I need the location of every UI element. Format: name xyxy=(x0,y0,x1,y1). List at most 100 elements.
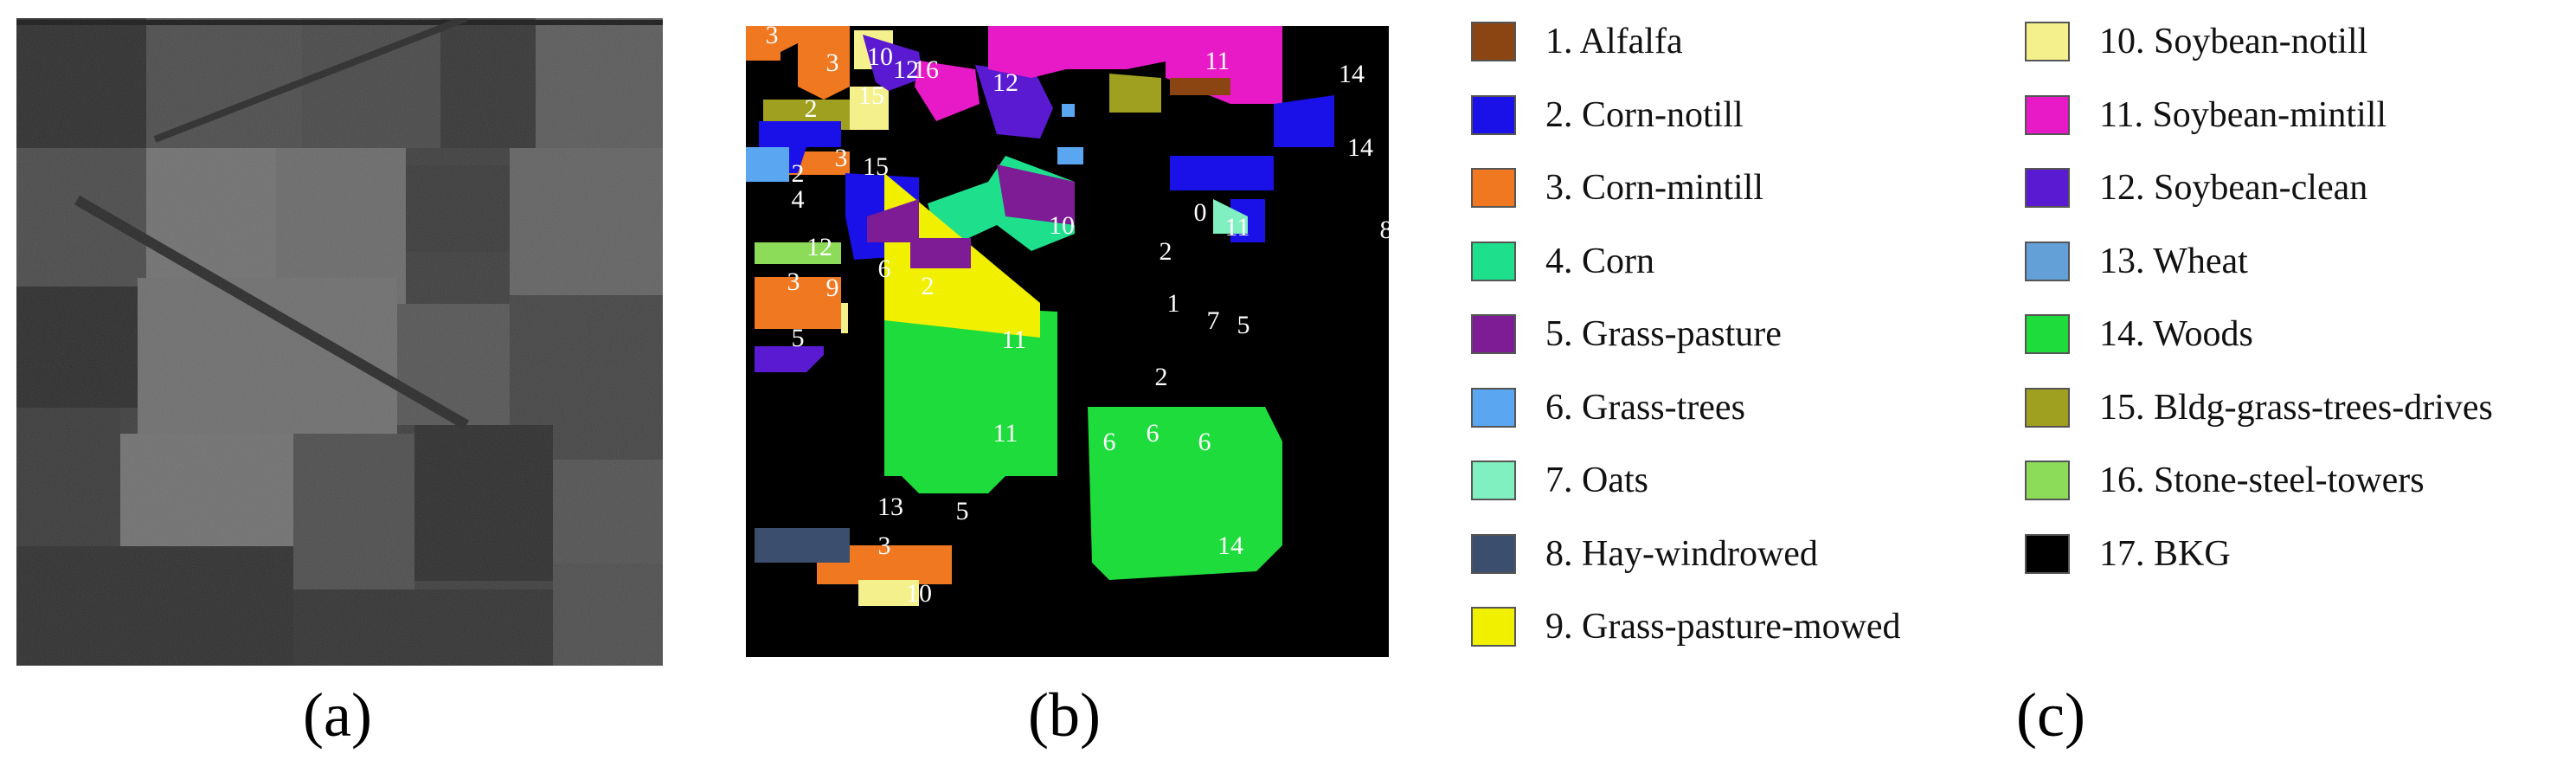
gt-region-class-14 xyxy=(884,303,1057,493)
gt-class-label: 2 xyxy=(792,159,805,188)
gt-class-label: 3 xyxy=(835,144,848,172)
legend-label: 14. Woods xyxy=(2099,314,2253,354)
legend-swatch xyxy=(1471,461,1516,500)
legend-swatch xyxy=(1471,168,1516,208)
gt-class-label: 10 xyxy=(867,42,893,71)
gt-region-class-16 xyxy=(755,242,841,264)
gt-region-class-3 xyxy=(817,545,952,584)
legend-swatch xyxy=(1471,607,1516,647)
gt-class-label: 7 xyxy=(1207,306,1220,335)
gt-class-label: 3 xyxy=(766,26,779,49)
gt-class-label: 11 xyxy=(1225,213,1250,242)
legend-swatch xyxy=(2025,533,2070,574)
legend-item: 5. Grass-pasture xyxy=(1471,310,1782,358)
legend-label: 7. Oats xyxy=(1545,461,1648,500)
legend-item: 16. Stone-steel-towers xyxy=(2025,456,2425,505)
gt-region-class-14 xyxy=(1088,407,1282,580)
gt-class-label: 14 xyxy=(1347,133,1373,162)
legend-item: 12. Soybean-clean xyxy=(2025,164,2367,212)
gt-class-label: 13 xyxy=(877,493,903,521)
caption-c: (c) xyxy=(2016,680,2085,750)
gt-region-class-7 xyxy=(1213,199,1248,234)
legend-swatch xyxy=(1471,241,1516,281)
gt-class-label: 15 xyxy=(858,81,884,110)
gt-class-label: 11 xyxy=(1205,47,1230,75)
gt-class-label: 5 xyxy=(792,324,805,352)
gt-region-class-8 xyxy=(755,528,850,563)
legend-item: 14. Woods xyxy=(2025,310,2253,358)
gt-region-class-10 xyxy=(850,87,889,130)
gt-class-label: 8 xyxy=(1380,216,1390,244)
legend-swatch xyxy=(1471,387,1516,428)
gt-class-label: 3 xyxy=(826,48,839,77)
legend-label: 15. Bldg-grass-trees-drives xyxy=(2099,387,2493,428)
gt-class-label: 3 xyxy=(787,267,800,296)
gt-class-label: 10 xyxy=(1049,211,1075,240)
gt-region-class-3 xyxy=(755,277,841,329)
gt-class-label: 3 xyxy=(878,531,891,560)
legend: 1. Alfalfa 2. Corn-notill 3. Corn-mintill 4… xyxy=(1471,17,2570,647)
legend-item: 1. Alfalfa xyxy=(1471,17,1683,66)
legend-swatch xyxy=(2025,387,2070,428)
gt-region-class-3 xyxy=(746,26,798,61)
legend-item: 8. Hay-windrowed xyxy=(1471,530,1818,578)
legend-label: 4. Corn xyxy=(1545,241,1654,281)
legend-item: 15. Bldg-grass-trees-drives xyxy=(2025,383,2493,432)
gt-class-label: 11 xyxy=(993,419,1018,448)
legend-label: 3. Corn-mintill xyxy=(1545,168,1763,208)
legend-swatch xyxy=(1471,94,1516,135)
legend-item: 4. Corn xyxy=(1471,237,1654,286)
legend-item: 3. Corn-mintill xyxy=(1471,164,1763,212)
legend-swatch xyxy=(2025,22,2070,61)
gt-region-class-5 xyxy=(867,199,919,242)
legend-swatch xyxy=(1471,533,1516,574)
caption-b: (b) xyxy=(1028,680,1101,750)
gt-class-label: 1 xyxy=(1167,289,1180,318)
gt-region-class-2 xyxy=(1274,95,1334,147)
gt-region-class-2 xyxy=(1170,156,1274,190)
legend-label: 16. Stone-steel-towers xyxy=(2099,461,2425,500)
legend-label: 2. Corn-notill xyxy=(1545,94,1744,135)
legend-label: 12. Soybean-clean xyxy=(2099,168,2368,208)
grayscale-band-image xyxy=(16,18,663,666)
gt-region-class-5 xyxy=(997,164,1075,225)
gt-class-label: 2 xyxy=(922,272,935,300)
legend-label: 8. Hay-windrowed xyxy=(1545,533,1818,574)
gt-class-label: 10 xyxy=(906,579,932,608)
legend-label: 5. Grass-pasture xyxy=(1545,314,1782,354)
gt-class-label: 6 xyxy=(878,254,891,283)
legend-item: 11. Soybean-mintill xyxy=(2025,91,2386,139)
legend-swatch xyxy=(1471,314,1516,354)
gt-class-label: 2 xyxy=(1155,363,1168,391)
gt-class-label: 12 xyxy=(893,55,919,84)
gt-region-class-12 xyxy=(755,346,824,372)
legend-label: 1. Alfalfa xyxy=(1545,22,1683,61)
gt-class-label: 12 xyxy=(992,68,1018,97)
gt-region-class-15 xyxy=(1109,74,1161,113)
gt-class-label: 16 xyxy=(913,55,939,84)
legend-swatch xyxy=(2025,241,2070,281)
gt-region-class-1 xyxy=(1170,78,1230,95)
gt-class-label: 14 xyxy=(1217,531,1243,560)
legend-item: 2. Corn-notill xyxy=(1471,91,1744,139)
gt-region-class-6 xyxy=(1062,104,1075,117)
legend-swatch xyxy=(2025,461,2070,500)
gt-class-label: 2 xyxy=(805,94,818,123)
gt-region-class-11 xyxy=(915,61,980,121)
legend-item: 17. BKG xyxy=(2025,530,2231,578)
legend-item: 10. Soybean-notill xyxy=(2025,17,2367,66)
legend-label: 13. Wheat xyxy=(2099,241,2248,281)
gt-class-label: 6 xyxy=(1198,428,1211,456)
legend-item: 13. Wheat xyxy=(2025,237,2248,286)
legend-swatch xyxy=(2025,94,2070,135)
gt-class-label: 0 xyxy=(1194,198,1207,227)
gt-region-class-10 xyxy=(841,303,848,333)
gt-region-class-10 xyxy=(858,580,919,606)
gt-class-label: 12 xyxy=(806,233,832,261)
legend-label: 11. Soybean-mintill xyxy=(2099,94,2387,135)
gt-class-label: 6 xyxy=(1103,428,1116,456)
gt-region-class-12 xyxy=(863,35,923,91)
gt-class-label: 9 xyxy=(826,274,839,302)
